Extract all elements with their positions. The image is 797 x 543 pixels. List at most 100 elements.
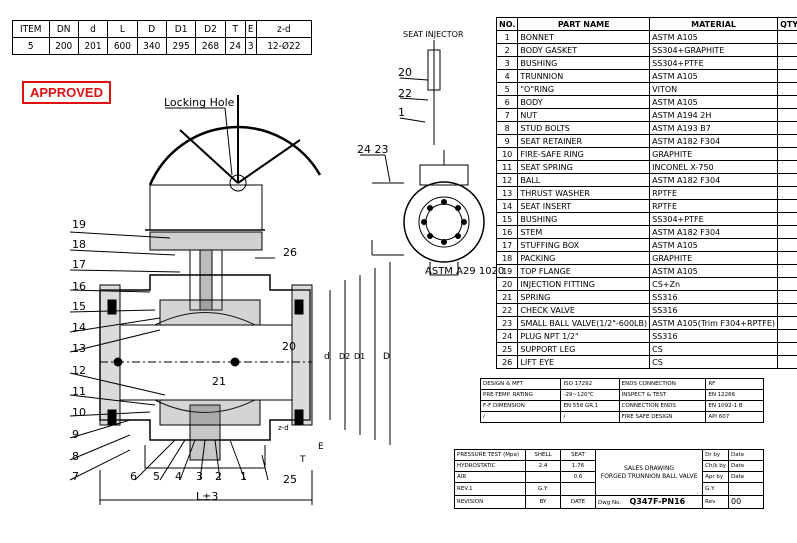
drawing-title: SALES DRAWING FORGED TRUNNION BALL VALVE — [594, 449, 704, 496]
callout-label: 8 — [72, 450, 79, 463]
part-number: 2 — [495, 43, 519, 57]
part-qty — [777, 82, 797, 96]
part-qty — [777, 186, 797, 200]
part-name: SEAT SPRING — [517, 160, 651, 174]
part-qty — [777, 95, 797, 109]
dim-e-label: E — [318, 442, 324, 452]
callout-label: 15 — [72, 300, 86, 313]
part-name: SUPPORT LEG — [517, 342, 651, 356]
dim-d2-label: D2 — [339, 352, 351, 361]
part-name: THRUST WASHER — [517, 186, 651, 200]
dimension-table: ITEM DN d L D D1 D2 T E z-d 5 200 201 60… — [12, 20, 313, 55]
top-flange — [149, 231, 263, 251]
part-material: CS — [649, 342, 779, 356]
test-header: SHELL — [525, 449, 561, 461]
parts-header-cell: QTY — [777, 17, 797, 31]
part-name: STUD BOLTS — [517, 121, 651, 135]
spec-cell: API 607 — [705, 411, 764, 423]
ck-by-label: Ch/k by — [702, 460, 729, 472]
part-material: ASTM A182 F304 — [649, 173, 779, 187]
part-material: SS316 — [649, 303, 779, 317]
parts-header-cell: NO. — [495, 17, 519, 31]
parts-header-cell: MATERIAL — [649, 17, 779, 31]
part-qty — [777, 316, 797, 330]
part-name: TOP FLANGE — [517, 264, 651, 278]
part-name: LIFT EYE — [517, 355, 651, 369]
part-material: GRAPHITE — [649, 251, 779, 265]
part-number: 12 — [495, 173, 519, 187]
part-number: 11 — [495, 160, 519, 174]
part-material: SS304+PTFE — [649, 56, 779, 70]
part-material: SS304+GRAPHITE — [649, 43, 779, 57]
part-name: SEAT INSERT — [517, 199, 651, 213]
dim-value-cell: 12-Ø22 — [255, 37, 313, 55]
dwg-no-value: Q347F-PN16 — [629, 496, 686, 506]
test-header: PRESSURE TEST (Mpa) — [454, 449, 526, 461]
callout-label: 26 — [283, 246, 297, 259]
part-qty — [777, 30, 797, 44]
spec-cell: DESIGN & MFT — [479, 378, 562, 390]
test-row-label: AIR — [454, 471, 526, 483]
part-number: 26 — [495, 355, 519, 369]
spec-cell: EN 1092-1 B — [705, 400, 764, 412]
spec-cell: F-F DIMENSION — [479, 400, 562, 412]
part-number: 6 — [495, 95, 519, 109]
part-material: RPTFE — [649, 199, 779, 213]
callout-label: 13 — [72, 342, 86, 355]
dwg-no-label: Dwg No. — [598, 499, 622, 506]
callout-label: 24 23 — [357, 143, 389, 156]
parts-header-row: NO. PART NAME MATERIAL QTY — [495, 17, 797, 31]
part-name: NUT — [517, 108, 651, 122]
rev-no-value: 00 — [728, 495, 764, 509]
spec-cell: PRE-TEMP. RATING — [479, 389, 562, 401]
spec-cell: INSPECT & TEST — [618, 389, 707, 401]
test-value — [525, 471, 561, 483]
callout-label: 17 — [72, 258, 86, 271]
part-number: 15 — [495, 212, 519, 226]
dimension-header-row: ITEM DN d L D D1 D2 T E z-d — [12, 20, 313, 38]
left-flange — [99, 284, 121, 426]
dim-value-cell: 268 — [195, 37, 226, 55]
part-qty — [777, 277, 797, 291]
part-number: 24 — [495, 329, 519, 343]
spec-cell: EN 558 GR.1 — [560, 400, 620, 412]
part-qty — [777, 342, 797, 356]
part-number: 23 — [495, 316, 519, 330]
lower-seat — [159, 399, 261, 426]
part-number: 1 — [495, 30, 519, 44]
by-label: BY — [525, 495, 561, 509]
test-value: 2.4 — [525, 460, 561, 472]
part-number: 21 — [495, 290, 519, 304]
gearbox — [149, 184, 263, 231]
callout-label: 11 — [72, 385, 86, 398]
part-material: ASTM A182 F304 — [649, 134, 779, 148]
callout-label: 20 — [282, 340, 296, 353]
right-flange — [291, 284, 313, 426]
part-material: SS316 — [649, 290, 779, 304]
part-material: ASTM A182 F304 — [649, 225, 779, 239]
part-number: 13 — [495, 186, 519, 200]
part-number: 25 — [495, 342, 519, 356]
part-qty — [777, 251, 797, 265]
callout-label: 16 — [72, 280, 86, 293]
part-name: FIRE-SAFE RING — [517, 147, 651, 161]
part-qty — [777, 43, 797, 57]
